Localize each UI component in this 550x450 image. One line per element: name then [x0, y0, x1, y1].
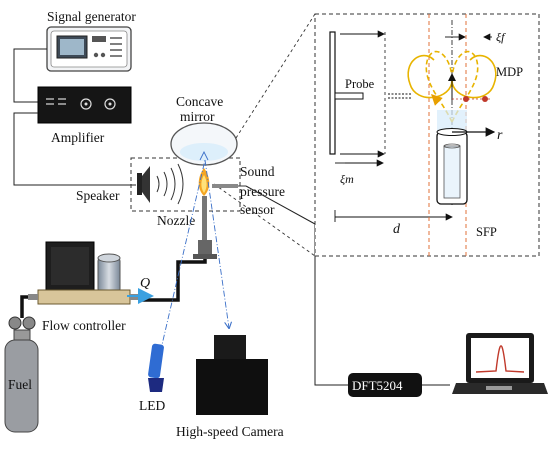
amplifier-icon: [37, 86, 132, 124]
sound-pressure-sensor-icon: [212, 184, 246, 188]
dft-box: [348, 373, 422, 397]
inset-connector-top: [235, 13, 316, 139]
wire-sg-amp: [13, 48, 47, 103]
xi-f-label: ξf: [496, 30, 506, 44]
nozzle-label: Nozzle: [157, 213, 195, 228]
fuel-line-top: [140, 259, 207, 302]
led-label: LED: [139, 398, 165, 413]
wire-sensor-dft: [314, 224, 348, 386]
probe-label: Probe: [345, 77, 375, 91]
mirror-icon: [170, 122, 238, 166]
wire-sensor-link: [245, 185, 316, 225]
probe-plate: [329, 31, 336, 155]
camera-icon: [196, 335, 268, 415]
led-icon: [148, 343, 164, 392]
flow-controller-icon: [28, 241, 140, 305]
wire-amp-speaker: [13, 112, 136, 186]
fuel-tank-icon: [4, 316, 39, 433]
sensor-label-line1: Sound: [240, 164, 275, 179]
burner-enclosure: [130, 157, 241, 212]
camera-label: High-speed Camera: [176, 424, 284, 439]
mirror-label-line1: Concave: [176, 94, 223, 109]
sensor-label-line3: sensor: [240, 202, 275, 217]
sensor-label-line2: pressure: [240, 184, 285, 199]
speaker-label: Speaker: [76, 188, 120, 203]
sfp-label: SFP: [476, 225, 497, 239]
reflection-mark: [199, 150, 209, 161]
mdp-label: MDP: [496, 65, 523, 79]
amplifier-label: Amplifier: [51, 130, 105, 145]
dft-label: DFT5204: [352, 378, 403, 393]
xi-m-label: ξm: [340, 172, 354, 186]
nozzle-icon: [193, 196, 217, 259]
probe-rod: [334, 92, 364, 100]
signal-generator-icon: [46, 26, 132, 72]
inset-panel: Probe ξm d ξf: [314, 13, 540, 257]
speaker-icon: [137, 163, 184, 205]
fuel-label: Fuel: [8, 377, 32, 392]
flow-q-label: Q: [140, 276, 150, 291]
signal-generator-label: Signal generator: [47, 9, 136, 24]
inset-connector-bottom: [213, 183, 316, 257]
fuel-line-bottom: [20, 295, 28, 318]
mirror-label-line2: mirror: [180, 109, 215, 124]
d-label: d: [393, 222, 401, 237]
r-label: r: [497, 128, 503, 143]
flow-controller-label: Flow controller: [42, 318, 126, 333]
led-ray: [157, 159, 206, 363]
laptop-icon: [452, 333, 548, 394]
